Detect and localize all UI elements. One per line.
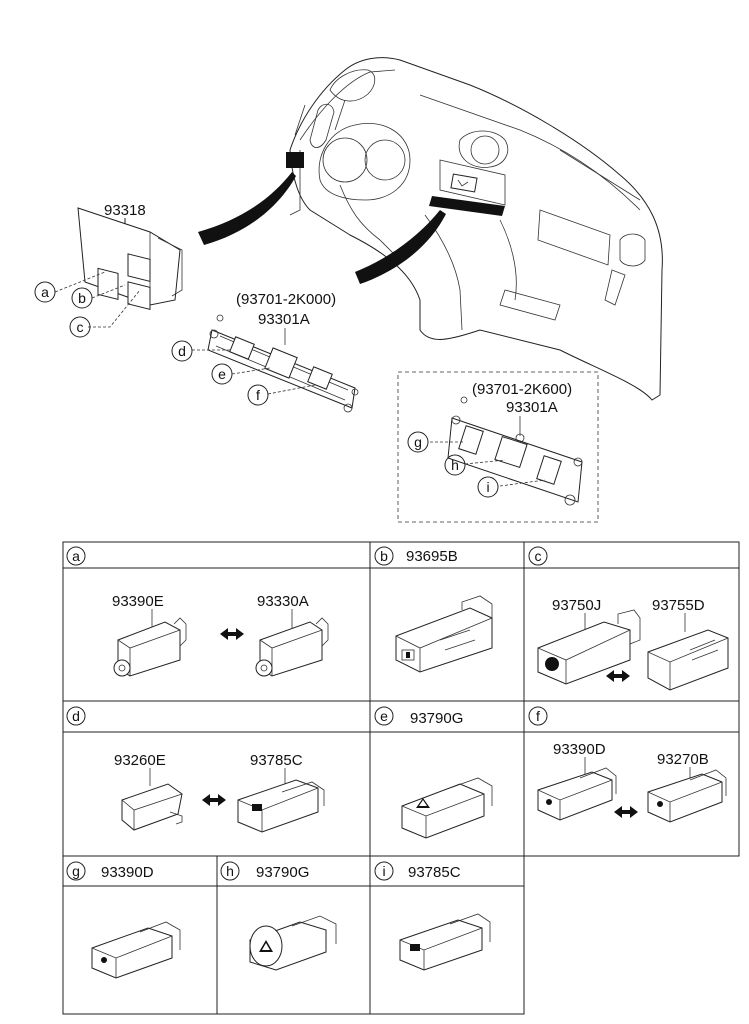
dashboard-illustration — [286, 57, 663, 401]
part-label-93318: 93318 — [104, 202, 146, 219]
kit-part-2k600: 93301A — [506, 399, 558, 416]
switch-bezel-2k000: (93701-2K000) 93301A — [192, 291, 359, 413]
svg-text:h: h — [226, 863, 234, 879]
part-label-93755D: 93755D — [652, 597, 705, 614]
interchange-arrow-f — [614, 806, 638, 818]
callout-a-top: a — [34, 281, 56, 303]
callout-f-top: f — [247, 384, 269, 406]
callout-d-top: d — [171, 340, 193, 362]
interchange-arrow-d — [202, 794, 226, 806]
table-cell-d: d 93260E 93785C — [66, 706, 325, 833]
part-label-93260E: 93260E — [114, 752, 166, 769]
svg-text:e: e — [380, 708, 388, 724]
svg-text:f: f — [536, 708, 540, 724]
kit-part-2k000: 93301A — [258, 311, 310, 328]
table-cell-h: h 93790G — [220, 861, 337, 971]
svg-text:b: b — [380, 548, 388, 564]
svg-text:d: d — [178, 343, 186, 359]
svg-text:c: c — [77, 319, 84, 335]
kit-ref-2k600: (93701-2K600) — [472, 381, 572, 398]
callout-c-top: c — [69, 316, 91, 338]
svg-text:i: i — [486, 479, 489, 495]
table-cell-f: f 93390D 93270B — [528, 706, 727, 823]
svg-text:a: a — [72, 548, 80, 564]
callout-b-top: b — [71, 287, 93, 309]
svg-text:a: a — [41, 284, 49, 300]
table-cell-c: c 93750J 93755D — [528, 546, 729, 691]
svg-text:g: g — [72, 863, 80, 879]
svg-text:i: i — [382, 863, 385, 879]
part-label-93390D-g: 93390D — [101, 864, 154, 881]
svg-text:b: b — [78, 290, 86, 306]
table-cell-e: e 93790G — [374, 706, 493, 839]
pointer-arrow-left — [198, 172, 296, 245]
svg-text:e: e — [218, 366, 226, 382]
svg-text:g: g — [414, 434, 422, 450]
svg-text:h: h — [451, 457, 459, 473]
part-label-93790G-h: 93790G — [256, 864, 309, 881]
callout-i-top: i — [477, 476, 499, 498]
svg-text:f: f — [256, 387, 260, 403]
interchange-arrow-c — [606, 670, 630, 682]
part-label-93330A: 93330A — [257, 593, 309, 610]
table-cell-g: g 93390D — [66, 861, 181, 979]
callout-g-top: g — [407, 431, 429, 453]
pointer-arrow-right — [355, 210, 446, 284]
part-label-93390E: 93390E — [112, 593, 164, 610]
callout-e-top: e — [211, 363, 233, 385]
table-cell-a: a 93390E 93330A — [66, 546, 329, 677]
part-label-93270B: 93270B — [657, 751, 709, 768]
interchange-arrow-a — [220, 628, 244, 640]
part-label-93390D-f: 93390D — [553, 741, 606, 758]
switch-bezel-2k600: (93701-2K600) 93301A — [430, 381, 583, 506]
part-label-93785C: 93785C — [250, 752, 303, 769]
switch-panel-93318: 93318 — [54, 202, 183, 328]
parts-table-grid — [62, 541, 740, 1015]
svg-text:c: c — [535, 548, 542, 564]
kit-2k600-box — [397, 371, 599, 523]
callout-h-top: h — [444, 454, 466, 476]
table-cell-i: i 93785C — [374, 861, 491, 971]
part-label-93695B: 93695B — [406, 548, 458, 565]
part-label-93750J: 93750J — [552, 597, 601, 614]
table-cell-b: b 93695B — [374, 546, 493, 673]
part-label-93785C-i: 93785C — [408, 864, 461, 881]
svg-text:d: d — [72, 708, 80, 724]
kit-ref-2k000: (93701-2K000) — [236, 291, 336, 308]
part-label-93790G: 93790G — [410, 710, 463, 727]
